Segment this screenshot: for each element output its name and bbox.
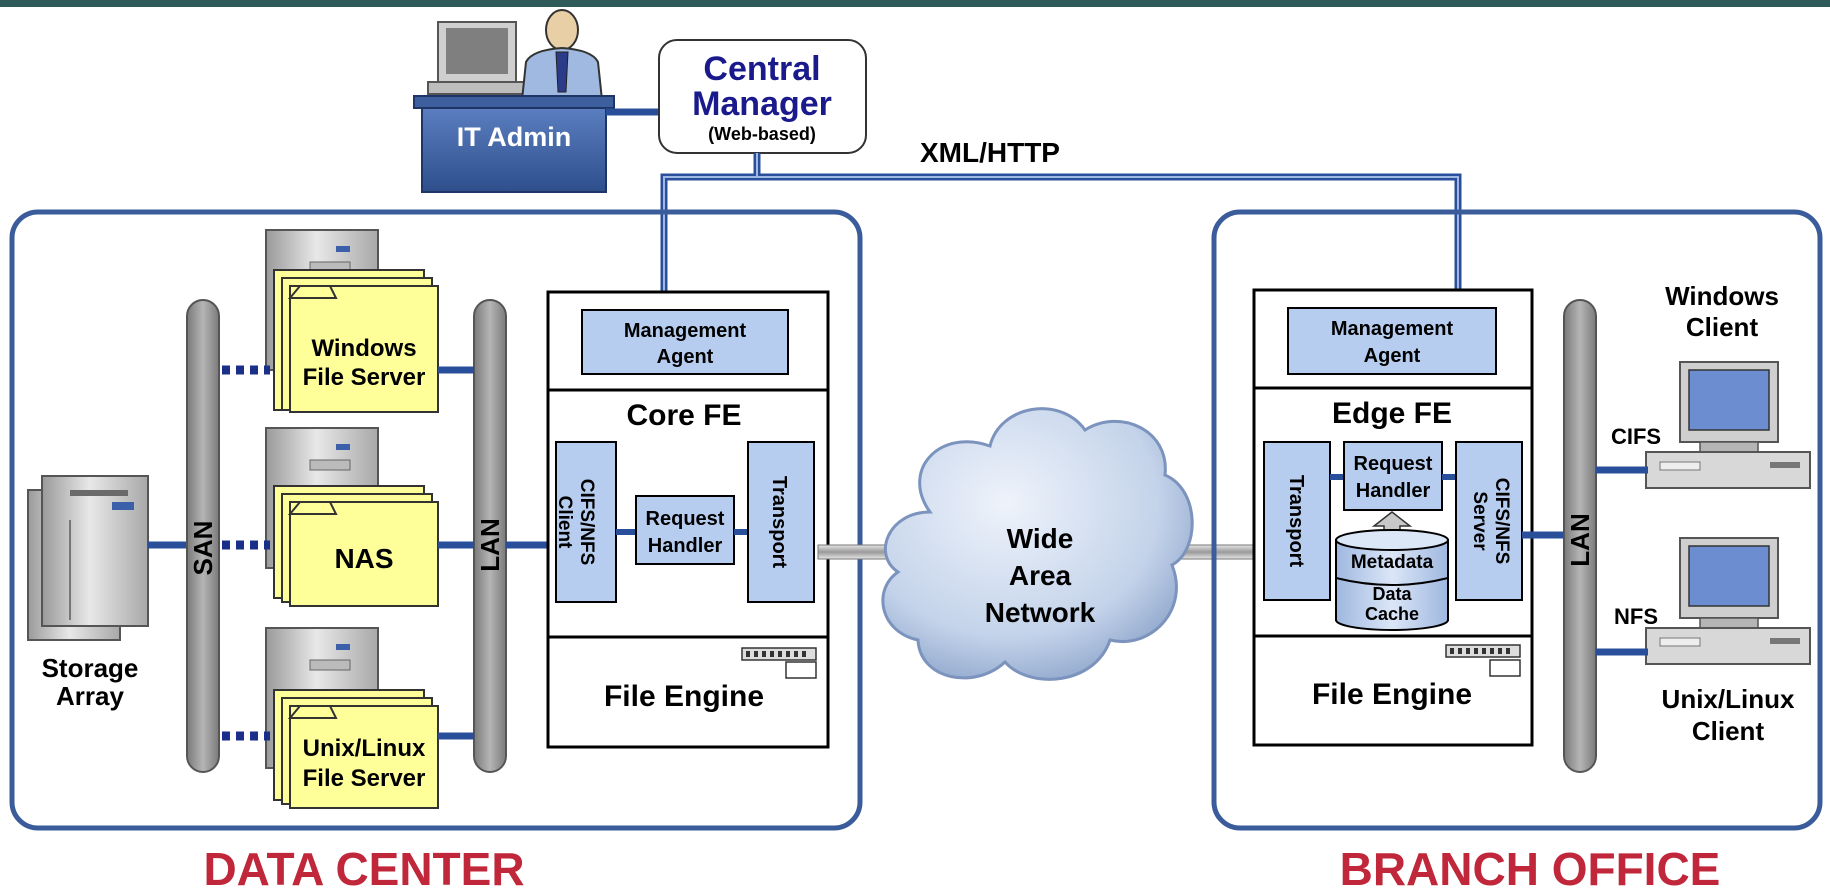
edge-metadata-cache: Metadata Data Cache [1335, 529, 1449, 631]
branch-office-border [1211, 209, 1823, 831]
branch-office-caption: BRANCH OFFICE [1340, 843, 1721, 890]
svg-text:CIFS/NFS: CIFS/NFS [576, 479, 597, 566]
core-file-engine: File Engine [604, 647, 817, 713]
branch-office-region: BRANCH OFFICE Management Agent Edge FE T… [1211, 209, 1823, 895]
unix-server-label-1: Unix/Linux [303, 735, 426, 762]
central-manager-subtitle: (Web-based) [708, 124, 816, 144]
unix-file-server: Unix/Linux File Server [265, 627, 439, 809]
svg-text:Client: Client [554, 496, 575, 549]
wan-cloud: Wide Area Network [881, 407, 1194, 681]
svg-text:File Engine: File Engine [604, 680, 764, 713]
san-label: SAN [188, 521, 218, 576]
edge-request-handler: Request Handler [1343, 441, 1443, 511]
core-fe: Management Agent Core FE CIFS/NFS Client… [546, 290, 830, 749]
central-manager-title-1: Central [703, 50, 820, 88]
edge-server-module: CIFS/NFS Server [1455, 441, 1523, 601]
svg-text:Cache: Cache [1365, 604, 1419, 624]
dc-lan-bar: LAN [473, 299, 507, 773]
svg-text:Request: Request [646, 508, 725, 530]
nfs-label: NFS [1614, 604, 1658, 629]
svg-text:Handler: Handler [1356, 480, 1431, 502]
core-transport: Transport [747, 441, 815, 603]
central-manager: Central Manager (Web-based) [658, 39, 867, 154]
windows-client-label-2: Client [1686, 312, 1759, 342]
edge-management-agent: Management Agent [1287, 307, 1497, 375]
svg-text:Management: Management [1331, 318, 1454, 340]
unix-client-label-1: Unix/Linux [1662, 684, 1795, 714]
svg-text:Transport: Transport [1285, 475, 1307, 568]
dc-lan-label: LAN [475, 518, 505, 571]
edge-fe: Management Agent Edge FE Transport Reque… [1252, 288, 1534, 747]
branch-lan-label: LAN [1565, 513, 1595, 566]
windows-server-label-2: File Server [303, 364, 426, 391]
unix-client: NFS Unix/Linux Client [1614, 537, 1811, 746]
data-center-border [9, 209, 863, 831]
unix-client-label-2: Client [1692, 716, 1765, 746]
svg-text:Handler: Handler [648, 535, 723, 557]
nas-server: NAS [265, 427, 439, 607]
top-rule [0, 0, 1830, 7]
svg-text:Metadata: Metadata [1351, 552, 1434, 573]
svg-text:Agent: Agent [1364, 345, 1421, 367]
svg-text:Transport: Transport [768, 476, 790, 569]
protocol-label: XML/HTTP [920, 137, 1060, 168]
cifs-label: CIFS [1611, 424, 1661, 449]
windows-server-label-1: Windows [311, 335, 416, 362]
svg-text:File Engine: File Engine [1312, 678, 1472, 711]
windows-file-server: Windows File Server [265, 229, 439, 413]
svg-text:CIFS/NFS: CIFS/NFS [1491, 478, 1512, 565]
edge-transport: Transport [1263, 441, 1331, 601]
nas-label: NAS [334, 543, 393, 574]
windows-client: Windows Client CIFS [1611, 281, 1811, 489]
central-manager-title-2: Manager [692, 85, 832, 123]
admin-person-icon [520, 9, 604, 101]
wan-label-3: Network [985, 597, 1096, 628]
edge-file-engine: File Engine [1312, 644, 1521, 711]
core-management-agent: Management Agent [581, 309, 789, 375]
admin-label: IT Admin [457, 122, 572, 152]
branch-lan-bar: LAN [1563, 299, 1597, 773]
core-request-handler: Request Handler [635, 495, 735, 565]
data-center-region: DATA CENTER Storage Array SAN LAN [9, 209, 863, 895]
edge-fe-title: Edge FE [1332, 397, 1452, 430]
svg-text:Agent: Agent [657, 346, 714, 368]
san-bar: SAN [186, 299, 220, 773]
core-client-module: CIFS/NFS Client [554, 441, 617, 603]
storage-array-label-2: Array [56, 681, 124, 711]
it-admin-workstation: IT Admin [413, 9, 615, 193]
unix-server-label-2: File Server [303, 765, 426, 792]
wan-label-2: Area [1009, 560, 1072, 591]
windows-client-label-1: Windows [1665, 281, 1779, 311]
core-fe-title: Core FE [626, 399, 741, 432]
storage-array: Storage Array [27, 475, 149, 711]
data-center-caption: DATA CENTER [203, 843, 524, 890]
svg-text:Management: Management [624, 320, 747, 342]
wan-label-1: Wide [1007, 523, 1074, 554]
storage-array-label-1: Storage [42, 653, 139, 683]
admin-desk [421, 107, 607, 193]
svg-text:Data: Data [1372, 584, 1412, 604]
svg-text:Server: Server [1469, 491, 1490, 551]
svg-text:Request: Request [1354, 453, 1433, 475]
